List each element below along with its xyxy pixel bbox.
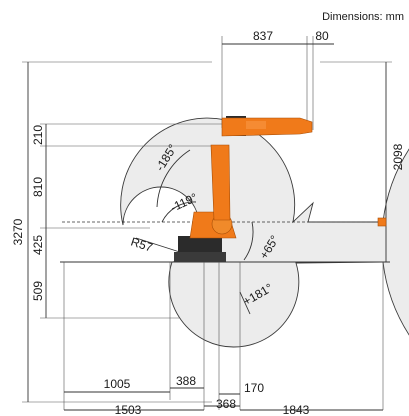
dim-509: 509 [31,281,45,301]
robot-base-plate [174,252,226,262]
dim-80: 80 [315,29,329,43]
arc-m185 [156,149,191,208]
dim-210: 210 [31,125,45,145]
dim-368: 368 [216,397,236,411]
dim-810: 810 [31,177,45,197]
dim-3270: 3270 [11,218,25,245]
robot-lower-arm [210,144,231,221]
dim-1503: 1503 [115,403,142,416]
units-label: Dimensions: mm [322,11,404,23]
robot-upper-arm [221,117,313,137]
dim-425: 425 [31,235,45,255]
robot-upper-arm-housing [246,121,266,129]
dim-2098: 2098 [391,143,405,170]
dim-1005: 1005 [104,377,131,391]
dim-837: 837 [253,29,273,43]
dim-1843: 1843 [283,403,310,416]
leader-r57 [135,237,187,255]
work-envelope [120,117,409,348]
arc-p65 [243,221,254,261]
robot-arm [174,116,387,262]
robot-tool-flange-reach [377,217,387,227]
radius-r57: R57 [129,235,155,255]
dim-388: 388 [176,374,196,388]
dim-170: 170 [244,381,264,395]
arc-m119 [161,201,197,223]
angle-m119: -119° [168,190,199,215]
leader-p181 [239,291,251,315]
